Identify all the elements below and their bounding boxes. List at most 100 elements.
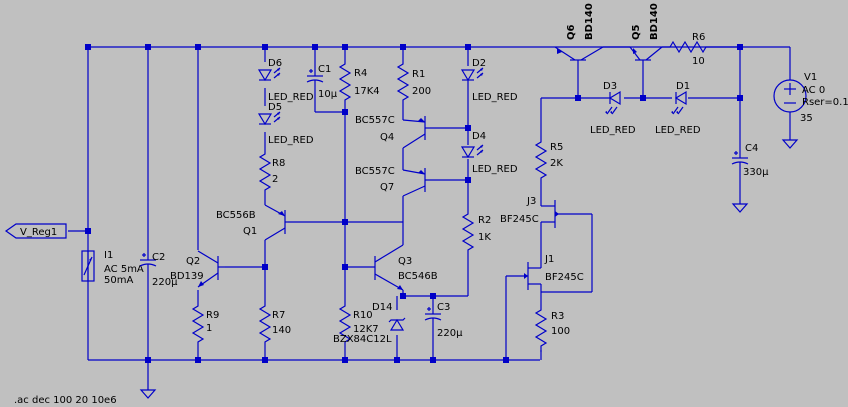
q7-ref: Q7 <box>380 182 394 193</box>
d2-ref: D2 <box>472 58 486 69</box>
r7-value: 140 <box>272 325 291 336</box>
r2-ref: R2 <box>478 215 491 226</box>
q2-ref: Q2 <box>186 256 200 267</box>
led-d2[interactable]: D2 LED_RED <box>461 58 518 103</box>
r2-value: 1K <box>478 232 491 243</box>
c1-ref: C1 <box>318 64 331 75</box>
zener-d14[interactable]: D14 BZX84C12L <box>333 302 406 345</box>
q1-value: BC556B <box>216 210 256 221</box>
r4-value: 17K4 <box>354 86 380 97</box>
c3-value: 220µ <box>437 328 463 339</box>
resistor-r9[interactable]: R9 1 <box>192 299 219 349</box>
resistor-r1[interactable]: R1 200 <box>397 57 431 107</box>
led-d5[interactable]: D5 LED_RED <box>258 102 314 146</box>
c3-ref: C3 <box>437 302 450 313</box>
q3-value: BC546B <box>398 271 438 282</box>
transistor-q6[interactable]: Q6 BD140 <box>554 3 604 74</box>
resistor-r5[interactable]: R5 2K <box>535 135 563 185</box>
current-source-i1[interactable]: I1 AC 5mA 50mA <box>81 250 144 286</box>
j1-value: BF245C <box>545 272 584 283</box>
transistor-q1[interactable]: BC556B Q1 <box>216 204 288 241</box>
jfet-j1[interactable]: J1 BF245C <box>524 252 584 292</box>
c2-ref: C2 <box>152 252 165 263</box>
r3-value: 100 <box>551 326 570 337</box>
v1-rser: Rser=0.1 <box>802 97 848 108</box>
transistor-q4[interactable]: BC557C Q4 <box>355 115 430 149</box>
resistor-r3[interactable]: R3 100 <box>535 303 570 353</box>
d5-ref: D5 <box>268 102 282 113</box>
r10-ref: R10 <box>353 310 373 321</box>
r6-value: 10 <box>692 56 705 67</box>
r8-ref: R8 <box>272 158 285 169</box>
transistor-q2[interactable]: Q2 BD139 <box>170 250 225 288</box>
led-d4[interactable]: D4 LED_RED <box>461 131 518 175</box>
c4-ref: C4 <box>745 143 758 154</box>
r6-ref: R6 <box>692 32 705 43</box>
led-d1[interactable]: D1 LED_RED <box>655 81 701 136</box>
j1-ref: J1 <box>544 254 554 265</box>
port-v-reg1[interactable]: V_Reg1 <box>4 223 67 239</box>
d3-ref: D3 <box>603 81 617 92</box>
transistor-q7[interactable]: BC557C Q7 <box>355 166 430 197</box>
d4-value: LED_RED <box>472 164 518 175</box>
i1-dc: 50mA <box>104 275 133 286</box>
q1-ref: Q1 <box>243 226 257 237</box>
d5-value: LED_RED <box>268 135 314 146</box>
d14-value: BZX84C12L <box>333 334 392 345</box>
capacitor-c1[interactable]: C1 10µ <box>306 64 338 100</box>
voltage-source-v1[interactable]: V1 AC 0 Rser=0.1 35 <box>773 72 848 124</box>
resistor-r6[interactable]: R6 10 <box>662 32 740 67</box>
q6-value: BD140 <box>584 3 595 40</box>
resistor-r2[interactable]: R2 1K <box>462 207 491 257</box>
spice-directive[interactable]: .ac dec 100 20 10e6 <box>14 395 117 406</box>
q4-ref: Q4 <box>380 132 394 143</box>
r5-value: 2K <box>550 158 563 169</box>
r5-ref: R5 <box>550 142 563 153</box>
resistor-r7[interactable]: R7 140 <box>259 299 291 349</box>
q2-value: BD139 <box>170 271 204 282</box>
resistor-r4[interactable]: R4 17K4 <box>339 57 380 107</box>
q7-value: BC557C <box>355 166 395 177</box>
j3-ref: J3 <box>526 196 536 207</box>
wires <box>68 46 791 384</box>
i1-ref: I1 <box>104 250 113 261</box>
v1-ref: V1 <box>804 72 817 83</box>
q6-ref: Q6 <box>566 24 577 40</box>
led-d6[interactable]: D6 LED_RED <box>258 58 314 103</box>
i1-value: AC 5mA <box>104 264 144 275</box>
resistor-r10[interactable]: R10 12K7 <box>339 299 379 349</box>
r1-value: 200 <box>412 86 431 97</box>
r10-value: 12K7 <box>353 324 379 335</box>
capacitor-c3[interactable]: C3 220µ <box>424 302 463 339</box>
v1-dc: 35 <box>800 113 813 124</box>
d3-value: LED_RED <box>590 125 636 136</box>
d1-ref: D1 <box>676 81 690 92</box>
led-d3[interactable]: D3 LED_RED <box>590 81 636 136</box>
transistor-q5[interactable]: Q5 BD140 <box>629 3 663 74</box>
d14-ref: D14 <box>372 302 392 313</box>
port-label: V_Reg1 <box>20 227 57 238</box>
d4-ref: D4 <box>472 131 486 142</box>
r4-ref: R4 <box>354 68 367 79</box>
c4-value: 330µ <box>743 167 769 178</box>
jfet-j3[interactable]: J3 BF245C <box>500 196 559 236</box>
capacitor-c2[interactable]: C2 220µ <box>139 251 178 288</box>
r9-ref: R9 <box>206 310 219 321</box>
c1-value: 10µ <box>318 89 338 100</box>
q5-value: BD140 <box>649 3 660 40</box>
d6-ref: D6 <box>268 58 282 69</box>
transistor-q3[interactable]: Q3 BC546B <box>374 244 438 291</box>
d1-value: LED_RED <box>655 125 701 136</box>
c2-value: 220µ <box>152 277 178 288</box>
q3-ref: Q3 <box>398 256 412 267</box>
j3-value: BF245C <box>500 214 539 225</box>
resistor-r8[interactable]: R8 2 <box>259 147 285 197</box>
q5-ref: Q5 <box>631 24 642 40</box>
d2-value: LED_RED <box>472 92 518 103</box>
r9-value: 1 <box>206 323 212 334</box>
r8-value: 2 <box>272 174 278 185</box>
ground-symbols <box>140 133 798 399</box>
v1-value: AC 0 <box>802 85 825 96</box>
capacitor-c4[interactable]: C4 330µ <box>731 143 769 178</box>
